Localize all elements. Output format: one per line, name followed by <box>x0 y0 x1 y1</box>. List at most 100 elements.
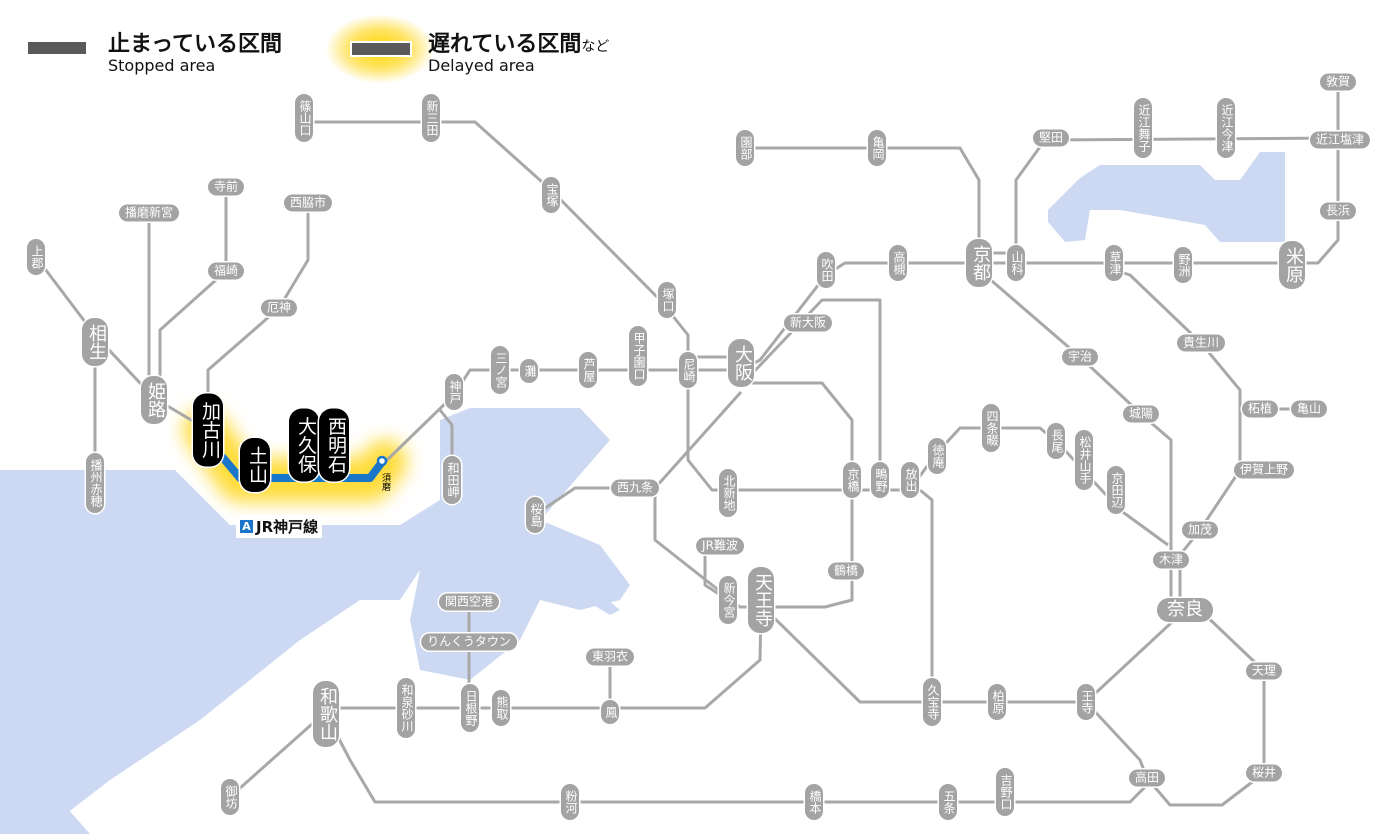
station-normal[interactable]: 近江今津 <box>1217 98 1235 158</box>
station-normal[interactable]: 堅田 <box>1032 129 1070 147</box>
rail-line <box>229 609 763 799</box>
station-normal[interactable]: 和泉砂川 <box>397 678 415 738</box>
station-normal[interactable]: 須磨 <box>380 473 390 491</box>
station-normal[interactable]: 西九条 <box>610 479 660 497</box>
station-normal[interactable]: 米原 <box>1279 241 1305 289</box>
water-area <box>1048 152 1285 242</box>
legend-stopped-jp: 止まっている区間 <box>108 32 283 57</box>
station-normal[interactable]: 山科 <box>1007 245 1025 281</box>
rail-line <box>1014 136 1341 263</box>
station-normal[interactable]: 久宝寺 <box>923 678 941 726</box>
station-normal[interactable]: 福崎 <box>207 262 245 280</box>
station-normal[interactable]: 五条 <box>939 784 957 820</box>
station-normal[interactable]: 塚口 <box>658 282 676 318</box>
station-normal[interactable]: 尼崎 <box>679 352 697 388</box>
station-normal[interactable]: 長尾 <box>1047 423 1065 459</box>
station-normal[interactable]: 相生 <box>82 318 108 366</box>
station-normal[interactable]: 近江塩津 <box>1309 131 1371 149</box>
station-normal[interactable]: 芦屋 <box>579 352 597 388</box>
rail-line <box>304 120 910 492</box>
station-normal[interactable]: 京橋 <box>843 462 861 498</box>
station-normal[interactable]: 桜井 <box>1245 764 1283 782</box>
delayed-swatch <box>350 41 412 57</box>
station-normal[interactable]: 徳庵 <box>928 438 946 474</box>
station-normal[interactable]: 篠山口 <box>295 94 313 142</box>
station-stopped[interactable]: 大久保 <box>289 408 319 482</box>
stopped-swatch <box>28 42 86 54</box>
water-area <box>530 560 620 615</box>
station-normal[interactable]: 天王寺 <box>748 567 774 633</box>
station-normal[interactable]: 播磨新宮 <box>118 204 180 222</box>
station-normal[interactable]: 木津 <box>1152 551 1190 569</box>
station-normal[interactable]: 加茂 <box>1181 521 1219 539</box>
station-normal[interactable]: 柏原 <box>988 684 1006 720</box>
station-normal[interactable]: 高槻 <box>889 245 907 281</box>
station-normal[interactable]: 日根野 <box>461 684 479 732</box>
station-normal[interactable]: 長浜 <box>1319 202 1357 220</box>
station-normal[interactable]: 新三田 <box>422 94 440 142</box>
station-normal[interactable]: JR難波 <box>696 537 744 555</box>
station-normal[interactable]: 御坊 <box>221 779 239 815</box>
station-normal[interactable]: 鶴橋 <box>827 562 865 580</box>
station-normal[interactable]: 四条畷 <box>982 404 1000 452</box>
station-normal[interactable]: 天理 <box>1245 662 1283 680</box>
station-normal[interactable]: 園部 <box>736 130 754 166</box>
station-stopped[interactable]: 土山 <box>240 438 270 492</box>
station-normal[interactable]: 野洲 <box>1174 247 1192 283</box>
station-normal[interactable]: りんくうタウン <box>421 633 517 651</box>
station-normal[interactable]: 西脇市 <box>283 194 333 212</box>
rail-line <box>653 381 854 609</box>
station-normal[interactable]: 新今宮 <box>719 576 737 624</box>
station-normal[interactable]: 京田辺 <box>1107 466 1125 514</box>
station-normal[interactable]: 甲子園口 <box>629 326 647 386</box>
station-normal[interactable]: 大阪 <box>728 339 754 387</box>
station-normal[interactable]: 宝塚 <box>542 177 560 213</box>
station-stopped[interactable]: 西明石 <box>319 408 349 482</box>
station-normal[interactable]: 厄神 <box>260 299 298 317</box>
rail-line <box>745 146 981 263</box>
station-normal[interactable]: 草津 <box>1105 245 1123 281</box>
station-normal[interactable]: 粉河 <box>561 784 579 820</box>
rail-line <box>34 256 209 432</box>
station-normal[interactable]: 関西空港 <box>438 593 500 611</box>
rail-line <box>324 713 1149 804</box>
station-stopped[interactable]: 加古川 <box>193 393 223 467</box>
station-normal[interactable]: 吉野口 <box>996 768 1014 816</box>
station-normal[interactable]: 敦賀 <box>1319 73 1357 91</box>
station-normal[interactable]: 三ノ宮 <box>491 346 509 394</box>
station-normal[interactable]: 放出 <box>901 462 919 498</box>
station-normal[interactable]: 新大阪 <box>783 314 833 332</box>
station-normal[interactable]: 寺前 <box>207 178 245 196</box>
station-normal[interactable]: 神戸 <box>445 374 463 410</box>
station-normal[interactable]: 伊賀上野 <box>1233 461 1295 479</box>
water-area <box>0 408 610 834</box>
station-normal[interactable]: 和田岬 <box>443 456 461 504</box>
station-normal[interactable]: 東羽衣 <box>585 648 635 666</box>
station-normal[interactable]: 播州赤穂 <box>86 453 104 513</box>
station-normal[interactable]: 熊取 <box>492 690 510 726</box>
station-normal[interactable]: 上郡 <box>27 239 45 275</box>
station-normal[interactable]: 城陽 <box>1122 405 1160 423</box>
station-normal[interactable]: 近江舞子 <box>1134 98 1152 158</box>
station-normal[interactable]: 亀岡 <box>868 130 886 166</box>
station-normal[interactable]: 北新地 <box>719 469 737 517</box>
station-normal[interactable]: 和歌山 <box>313 681 339 747</box>
station-normal[interactable]: 松井山手 <box>1075 430 1093 490</box>
station-normal[interactable]: 王寺 <box>1077 684 1095 720</box>
station-normal[interactable]: 橋本 <box>805 784 823 820</box>
station-normal[interactable]: 鳳 <box>601 700 619 724</box>
station-normal[interactable]: 桜島 <box>526 497 544 533</box>
station-normal[interactable]: 奈良 <box>1157 598 1213 622</box>
rail-line <box>158 187 228 398</box>
station-normal[interactable]: 姫路 <box>141 376 167 424</box>
station-normal[interactable]: 吹田 <box>817 252 835 288</box>
station-normal[interactable]: 京都 <box>966 239 992 287</box>
station-normal[interactable]: 灘 <box>520 359 538 383</box>
station-normal[interactable]: 高田 <box>1128 769 1166 787</box>
station-normal[interactable]: 鴫野 <box>871 462 889 498</box>
station-normal[interactable]: 柘植 <box>1241 400 1279 418</box>
station-normal[interactable]: 宇治 <box>1061 348 1099 366</box>
line-label-jr-kobe[interactable]: A JR神戸線 <box>236 515 323 538</box>
station-normal[interactable]: 貴生川 <box>1176 334 1226 352</box>
station-normal[interactable]: 亀山 <box>1290 400 1328 418</box>
